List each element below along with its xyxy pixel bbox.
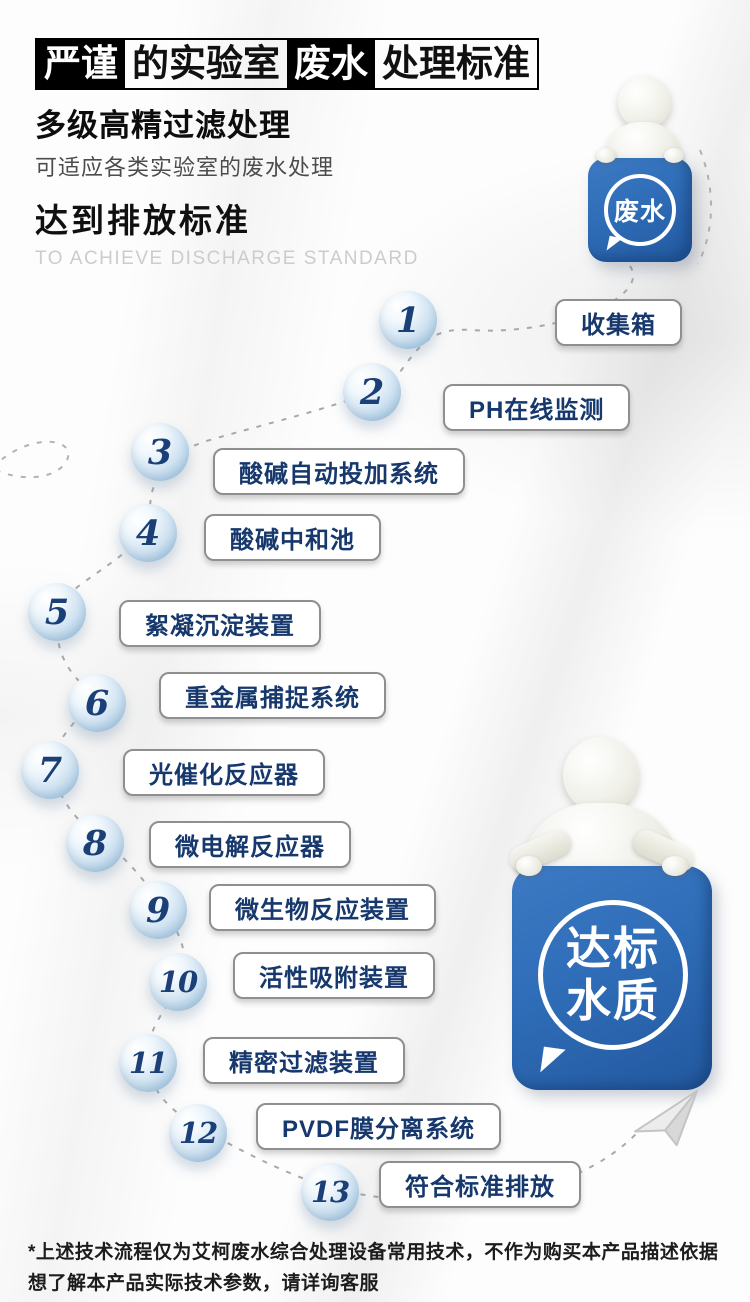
mascot-bottom-hand-right [662, 856, 688, 876]
speech-bubble-icon: 废水 [604, 174, 676, 246]
step-label: 光催化反应器 [123, 749, 325, 796]
step-number-ball: 4 [119, 504, 177, 562]
standard-title: 达到排放标准 [35, 202, 251, 239]
step-number-ball: 10 [149, 953, 207, 1011]
badge-bottom-line2: 水质 [565, 975, 660, 1026]
step-number-ball: 3 [131, 423, 189, 481]
step-number-ball: 7 [21, 741, 79, 799]
page-title: 严谨 的实验室 废水 处理标准 [35, 38, 539, 90]
feature-title: 多级高精过滤处理 [35, 108, 291, 143]
qualified-water-badge: 达标 水质 [512, 866, 712, 1090]
step-number-ball: 9 [129, 881, 187, 939]
standard-subtitle-en: TO ACHIEVE DISCHARGE STANDARD [35, 248, 419, 269]
step-label: 重金属捕捉系统 [159, 672, 386, 719]
step-label: PVDF膜分离系统 [256, 1103, 502, 1150]
step-label: 酸碱自动投加系统 [213, 448, 465, 495]
speech-bubble-tail [606, 235, 623, 254]
step-label: 酸碱中和池 [204, 514, 381, 561]
speech-bubble-tail [540, 1046, 566, 1076]
badge-bottom-line1: 达标 [565, 923, 660, 974]
step-label: 精密过滤装置 [203, 1037, 405, 1084]
disclaimer-line-1: *上述技术流程仅为艾柯废水综合处理设备常用技术，不作为购买本产品描述依据 [28, 1242, 719, 1263]
disclaimer-text: *上述技术流程仅为艾柯废水综合处理设备常用技术，不作为购买本产品描述依据 想了解… [28, 1237, 718, 1299]
step-label: 微电解反应器 [149, 821, 351, 868]
step-number-ball: 2 [343, 363, 401, 421]
title-seg-1: 严谨 [37, 40, 125, 88]
flow-flourish-right [697, 149, 713, 265]
step-label: 收集箱 [555, 299, 682, 346]
step-label: 活性吸附装置 [233, 952, 435, 999]
mascot-top-hand-left [596, 148, 616, 163]
step-number-ball: 1 [379, 291, 437, 349]
mascot-top-hand-right [664, 148, 684, 163]
step-label: 微生物反应装置 [209, 884, 436, 931]
feature-description: 可适应各类实验室的废水处理 [35, 155, 335, 180]
paper-plane-icon [634, 1089, 699, 1147]
mascot-top-head [618, 76, 671, 129]
step-label: PH在线监测 [443, 384, 631, 431]
step-label: 符合标准排放 [379, 1161, 581, 1208]
speech-bubble-icon: 达标 水质 [538, 900, 688, 1050]
badge-top-label: 废水 [613, 198, 666, 226]
step-label: 絮凝沉淀装置 [119, 600, 321, 647]
title-seg-3: 废水 [287, 40, 375, 88]
title-seg-2: 的实验室 [132, 43, 280, 84]
step-number-ball: 8 [66, 814, 124, 872]
disclaimer-line-2: 想了解本产品实际技术参数，请详询客服 [28, 1273, 380, 1294]
flow-flourish-left [0, 440, 70, 479]
step-number-ball: 5 [28, 583, 86, 641]
step-number-ball: 12 [169, 1104, 227, 1162]
mascot-bottom-head [563, 737, 639, 813]
title-seg-4: 处理标准 [382, 43, 530, 84]
step-number-ball: 11 [119, 1034, 177, 1092]
step-number-ball: 13 [301, 1163, 359, 1221]
step-number-ball: 6 [68, 674, 126, 732]
mascot-bottom-hand-left [516, 856, 542, 876]
wastewater-badge: 废水 [588, 158, 692, 262]
